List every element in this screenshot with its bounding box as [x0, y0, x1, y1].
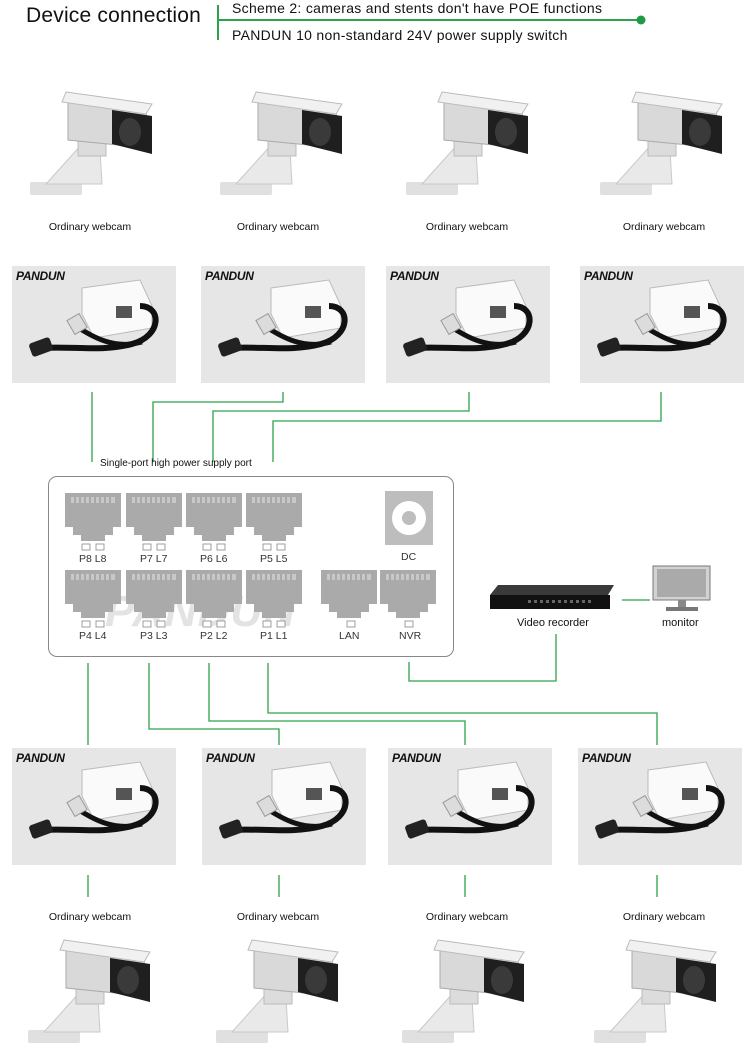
webcam-label: Ordinary webcam: [622, 221, 706, 233]
adapter-icon: [219, 761, 349, 839]
brand-logo: PANDUN: [392, 751, 441, 765]
webcam-label: Ordinary webcam: [622, 911, 706, 923]
port-label: P3 L3: [140, 630, 168, 642]
brand-logo: PANDUN: [206, 751, 255, 765]
adapter-icon: [218, 279, 348, 357]
webcam-icon: [216, 939, 339, 1043]
adapter-icon: [405, 761, 535, 839]
adapter-icon: [597, 279, 727, 357]
port-label: P8 L8: [79, 553, 107, 565]
switch-ports-graphic: [64, 491, 437, 628]
webcam-label: Ordinary webcam: [425, 911, 509, 923]
brand-logo: PANDUN: [205, 269, 254, 283]
port-label: P1 L1: [260, 630, 288, 642]
brand-logo: PANDUN: [390, 269, 439, 283]
adapter-icon: [595, 761, 725, 839]
webcam-icon: [220, 91, 343, 195]
webcam-icon: [594, 939, 717, 1043]
webcam-icon: [406, 91, 529, 195]
video-recorder-label: Video recorder: [517, 617, 589, 629]
port-label: P6 L6: [200, 553, 228, 565]
webcam-label: Ordinary webcam: [48, 221, 132, 233]
port-label: P5 L5: [260, 553, 288, 565]
monitor-label: monitor: [662, 617, 699, 629]
port-note: Single-port high power supply port: [100, 458, 252, 469]
poe-adapter: PANDUN: [580, 266, 744, 383]
dc-port-label: DC: [401, 551, 417, 563]
scheme-text: Scheme 2: cameras and stents don't have …: [232, 0, 603, 16]
webcam-icon: [28, 939, 151, 1043]
adapter-icon: [29, 761, 159, 839]
brand-logo: PANDUN: [584, 269, 633, 283]
poe-adapter: PANDUN: [578, 748, 742, 865]
brand-logo: PANDUN: [582, 751, 631, 765]
adapter-icon: [29, 279, 159, 357]
port-label: P7 L7: [140, 553, 168, 565]
page-title: Device connection: [26, 4, 201, 27]
webcam-label: Ordinary webcam: [48, 911, 132, 923]
poe-adapter: PANDUN: [12, 748, 176, 865]
poe-adapter: PANDUN: [388, 748, 552, 865]
webcam-label: Ordinary webcam: [236, 911, 320, 923]
adapter-icon: [403, 279, 533, 357]
poe-adapter: PANDUN: [12, 266, 176, 383]
switch-description: PANDUN 10 non-standard 24V power supply …: [232, 27, 568, 43]
webcam-icon: [402, 939, 525, 1043]
poe-adapter: PANDUN: [386, 266, 550, 383]
webcam-label: Ordinary webcam: [425, 221, 509, 233]
video-recorder-icon: [490, 585, 614, 609]
poe-adapter: PANDUN: [201, 266, 365, 383]
monitor-icon: [652, 565, 711, 611]
webcam-icon: [600, 91, 723, 195]
port-label: P2 L2: [200, 630, 228, 642]
port-label: P4 L4: [79, 630, 107, 642]
lan-port-label: LAN: [339, 630, 360, 642]
brand-logo: PANDUN: [16, 751, 65, 765]
webcam-icon: [30, 91, 153, 195]
brand-logo: PANDUN: [16, 269, 65, 283]
poe-switch: PANDUN: [48, 476, 454, 657]
webcam-label: Ordinary webcam: [236, 221, 320, 233]
nvr-port-label: NVR: [399, 630, 422, 642]
poe-adapter: PANDUN: [202, 748, 366, 865]
